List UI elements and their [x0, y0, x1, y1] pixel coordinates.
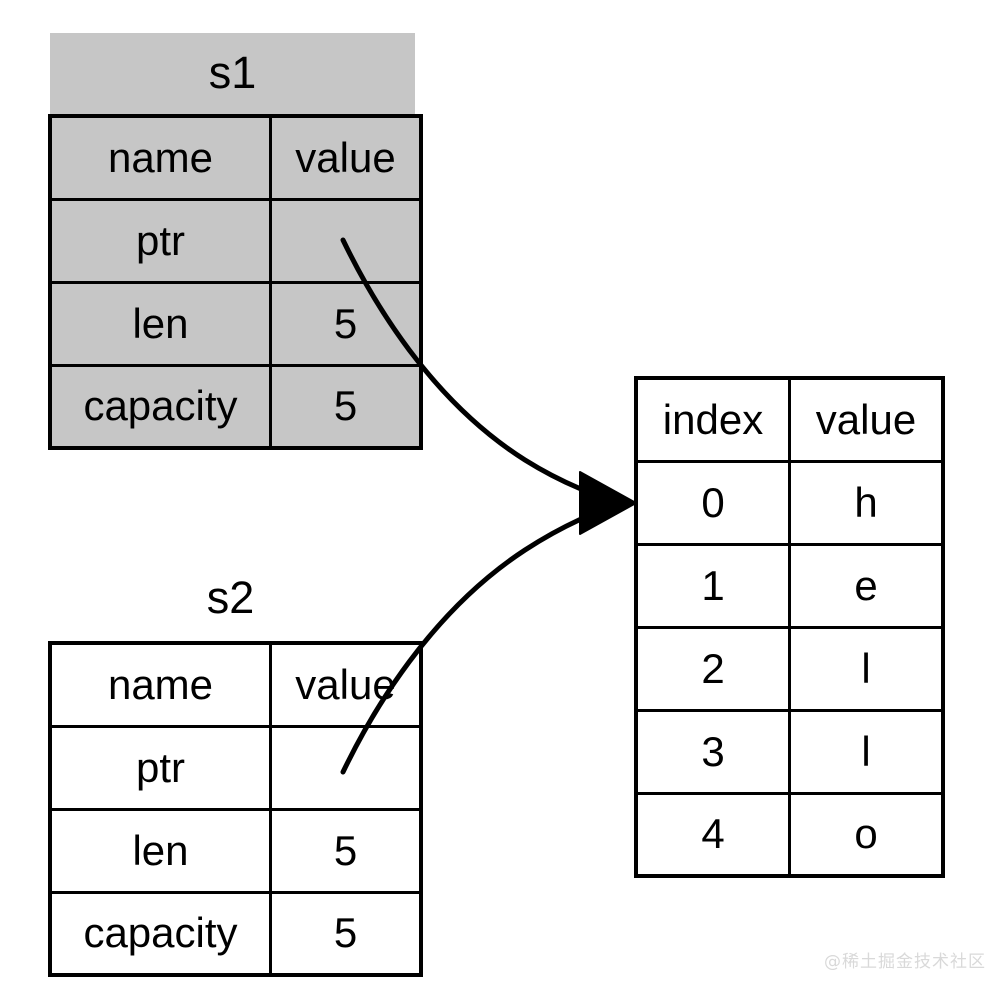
s1-row-ptr-value	[269, 197, 423, 284]
s2-row-capacity-name: capacity	[48, 890, 272, 977]
heap-row-4-index: 4	[634, 791, 791, 878]
table-row: len 5	[48, 807, 423, 894]
heap-arrowhead-icon	[579, 471, 637, 535]
s1-title: s1	[208, 47, 257, 98]
heap-row-2-index: 2	[634, 625, 791, 712]
s2-header-name: name	[48, 641, 272, 728]
s2-row-capacity-value: 5	[269, 890, 423, 977]
heap-row-3-index: 3	[634, 708, 791, 795]
s2-title: s2	[206, 572, 255, 623]
heap-row-3-value: l	[788, 708, 945, 795]
s2-row-ptr-name: ptr	[48, 724, 272, 811]
s1-row-ptr-name: ptr	[48, 197, 272, 284]
s1-row-capacity-value: 5	[269, 363, 423, 450]
table-row: 2 l	[634, 625, 945, 712]
table-row: ptr	[48, 724, 423, 811]
table-row: 0 h	[634, 459, 945, 546]
s2-row-len-name: len	[48, 807, 272, 894]
watermark-text: @稀土掘金技术社区	[824, 952, 986, 972]
table-row: index value	[634, 376, 945, 463]
heap-row-2-value: l	[788, 625, 945, 712]
heap-buffer-table: index value 0 h 1 e 2 l 3 l 4 o	[634, 376, 945, 878]
s2-row-len-value: 5	[269, 807, 423, 894]
s1-header-name: name	[48, 114, 272, 201]
heap-row-4-value: o	[788, 791, 945, 878]
s1-row-len-value: 5	[269, 280, 423, 367]
table-row: capacity 5	[48, 890, 423, 977]
s2-header-value: value	[269, 641, 423, 728]
s1-title-background	[50, 33, 415, 117]
table-row: 1 e	[634, 542, 945, 629]
table-row: 3 l	[634, 708, 945, 795]
s1-header-value: value	[269, 114, 423, 201]
table-row: len 5	[48, 280, 423, 367]
s2-row-ptr-value	[269, 724, 423, 811]
table-row: 4 o	[634, 791, 945, 878]
table-row: capacity 5	[48, 363, 423, 450]
s1-row-len-name: len	[48, 280, 272, 367]
heap-header-index: index	[634, 376, 791, 463]
heap-row-1-index: 1	[634, 542, 791, 629]
table-row: name value	[48, 641, 423, 728]
heap-row-0-value: h	[788, 459, 945, 546]
table-row: name value	[48, 114, 423, 201]
heap-row-1-value: e	[788, 542, 945, 629]
s2-struct-table: name value ptr len 5 capacity 5	[48, 641, 423, 977]
heap-header-value: value	[788, 376, 945, 463]
table-row: ptr	[48, 197, 423, 284]
heap-row-0-index: 0	[634, 459, 791, 546]
s1-struct-table: name value ptr len 5 capacity 5	[48, 114, 423, 450]
s1-row-capacity-name: capacity	[48, 363, 272, 450]
